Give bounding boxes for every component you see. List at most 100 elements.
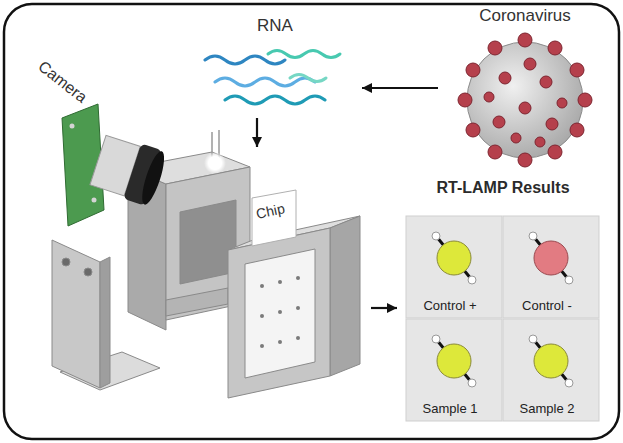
panel-hole — [278, 340, 282, 344]
panel-hole — [260, 344, 264, 348]
tile-label: Control - — [522, 298, 572, 313]
well-channel — [533, 236, 569, 280]
camera-lens — [89, 132, 169, 207]
virus-spike — [458, 93, 472, 107]
perforated-panel — [245, 249, 315, 378]
result-well — [432, 232, 476, 284]
virus-spike — [488, 145, 502, 159]
well-port — [565, 379, 573, 387]
virus-spike — [557, 98, 567, 108]
pcb-hole — [70, 124, 75, 129]
part-label: Camera — [34, 57, 90, 106]
well-port — [565, 276, 573, 284]
well-channel — [533, 339, 569, 383]
virus-image — [458, 33, 592, 167]
well-yellow — [437, 241, 471, 275]
panel-hole — [278, 310, 282, 314]
virus-body — [467, 42, 583, 158]
bracket-edge — [100, 257, 110, 388]
image-node: RNA — [191, 16, 359, 112]
well-pink — [534, 241, 568, 275]
virus-spikes — [458, 33, 592, 167]
device-face — [228, 228, 330, 398]
well-port — [432, 232, 440, 240]
panel-hole — [278, 280, 282, 284]
node-heading: Coronavirus — [444, 6, 606, 25]
camera — [62, 104, 169, 226]
virus-spike — [493, 116, 505, 128]
virus-spike — [511, 133, 521, 143]
tile-ground — [406, 319, 502, 421]
led-glow — [204, 152, 226, 174]
rna-strands — [205, 51, 340, 105]
result-well — [529, 232, 573, 284]
virus-spike — [570, 63, 584, 77]
well-port — [468, 276, 476, 284]
virus-spike — [488, 41, 502, 55]
tile-label: Sample 2 — [520, 401, 575, 416]
screw-hole — [84, 268, 92, 276]
result-tile: Sample 2 — [499, 319, 595, 421]
led — [204, 130, 226, 174]
chip-card — [252, 190, 296, 246]
rna-strand — [225, 96, 325, 104]
virus-spike — [518, 153, 532, 167]
well-yellow — [437, 344, 471, 378]
virus-spike — [540, 76, 552, 88]
tile-label: Sample 1 — [423, 401, 478, 416]
rna-strand — [205, 56, 285, 64]
node-heading: Chip — [255, 200, 286, 222]
virus-spike — [466, 123, 480, 137]
well-port — [529, 232, 537, 240]
image-node: Coronavirus — [444, 6, 606, 164]
tile-label: Control + — [423, 298, 476, 313]
virus-spike — [466, 63, 480, 77]
node-heading: RNA — [191, 16, 359, 35]
rna-strand — [268, 51, 340, 58]
virus-spike — [546, 118, 558, 130]
well-yellow — [534, 344, 568, 378]
flow-arrow — [371, 307, 397, 309]
panel-hole — [296, 306, 300, 310]
virus-spike — [548, 145, 562, 159]
bracket-plate — [52, 240, 100, 388]
lens-front — [138, 149, 169, 207]
panel-hole — [296, 276, 300, 280]
virus-spike — [519, 102, 531, 114]
result-tiles — [406, 216, 599, 421]
panel-hole — [260, 314, 264, 318]
well-port — [529, 335, 537, 343]
result-well — [432, 335, 476, 387]
result-tile: Control - — [499, 216, 595, 318]
result-tile: Sample 1 — [402, 319, 498, 421]
device-node: Chip — [118, 150, 365, 396]
tile-ground — [406, 216, 502, 318]
pcb-hole — [92, 198, 97, 203]
result-tile: Control + — [402, 216, 498, 318]
virus-spike — [548, 41, 562, 55]
virus-spike — [578, 93, 592, 107]
tile-ground — [503, 216, 599, 318]
virus-spike — [535, 137, 545, 147]
results-panel: RT-LAMP ResultsControl + Control - Sample … — [400, 178, 606, 424]
node-heading: RT-LAMP Results — [400, 178, 606, 198]
flow-arrow — [256, 118, 258, 147]
result-well — [529, 335, 573, 387]
device-face — [330, 216, 360, 376]
virus-spike — [484, 92, 494, 102]
panel-hole — [260, 284, 264, 288]
outer-frame — [4, 4, 619, 439]
label-holder: Camera — [34, 57, 90, 106]
rna-strand — [290, 75, 326, 82]
virus-spike — [499, 72, 511, 84]
well-channel — [436, 339, 472, 383]
well-channel — [436, 236, 472, 280]
screw-hole — [62, 258, 70, 266]
flow-arrow — [362, 87, 438, 89]
tile-ground — [503, 319, 599, 421]
chip-holder — [228, 190, 360, 398]
panel-holes — [260, 276, 300, 348]
